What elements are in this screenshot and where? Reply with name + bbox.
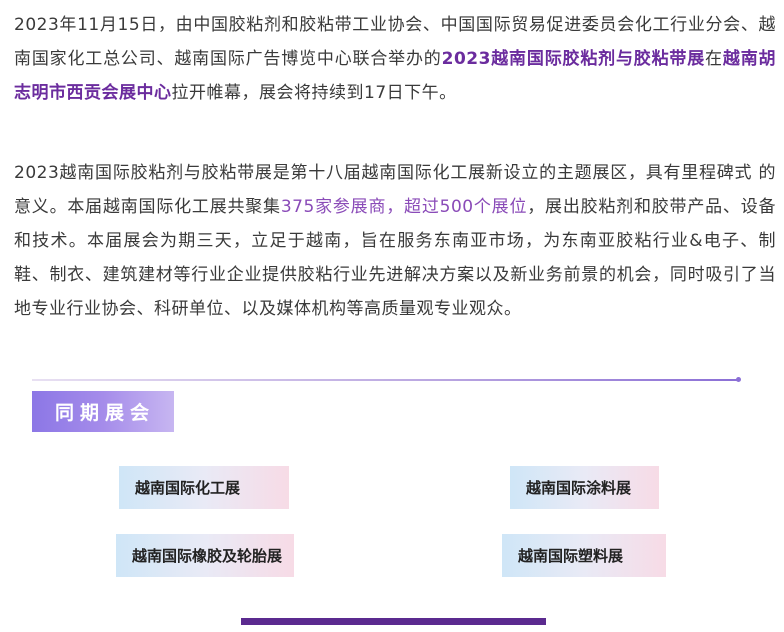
concurrent-exhibitions-label: 同期展会 [32, 391, 174, 432]
concurrent-expo-plastics: 越南国际塑料展 [502, 534, 666, 577]
concurrent-expo-rubber-tire: 越南国际橡胶及轮胎展 [116, 534, 294, 577]
paragraph-1-text-b: 在 [705, 49, 723, 69]
paragraph-2-text-a: 2023越南国际胶粘剂与胶粘带展是第十八届越南国际化工展新设立的主题展区，具有里… [14, 163, 776, 217]
paragraph-1-text-c: 拉开帷幕，展会将持续到17日下午。 [171, 83, 457, 103]
section-divider [32, 379, 738, 381]
article-paragraph-2: 2023越南国际胶粘剂与胶粘带展是第十八届越南国际化工展新设立的主题展区，具有里… [14, 156, 776, 326]
paragraph-1-text-a: 2023年11月15日，由中国胶粘剂和胶粘带工业协会、中国国际贸易促进委员会化工… [14, 15, 776, 69]
article-paragraph-1: 2023年11月15日，由中国胶粘剂和胶粘带工业协会、中国国际贸易促进委员会化工… [14, 8, 776, 110]
concurrent-expo-chemical: 越南国际化工展 [119, 466, 289, 509]
exhibitor-stats-highlight: 375家参展商，超过500个展位 [280, 197, 528, 217]
expo-name-highlight: 2023越南国际胶粘剂与胶粘带展 [441, 49, 706, 69]
venue-highlight: 越南胡志明市西贡会展中心 [14, 49, 777, 103]
divider-end-dot [736, 377, 741, 382]
bottom-accent-bar [241, 618, 546, 625]
paragraph-2-text-b: ，展出胶粘剂和胶带产品、设备和技术。本届展会为期三天，立足于越南，旨在服务东南亚… [14, 197, 777, 319]
concurrent-expo-coatings: 越南国际涂料展 [510, 466, 659, 509]
